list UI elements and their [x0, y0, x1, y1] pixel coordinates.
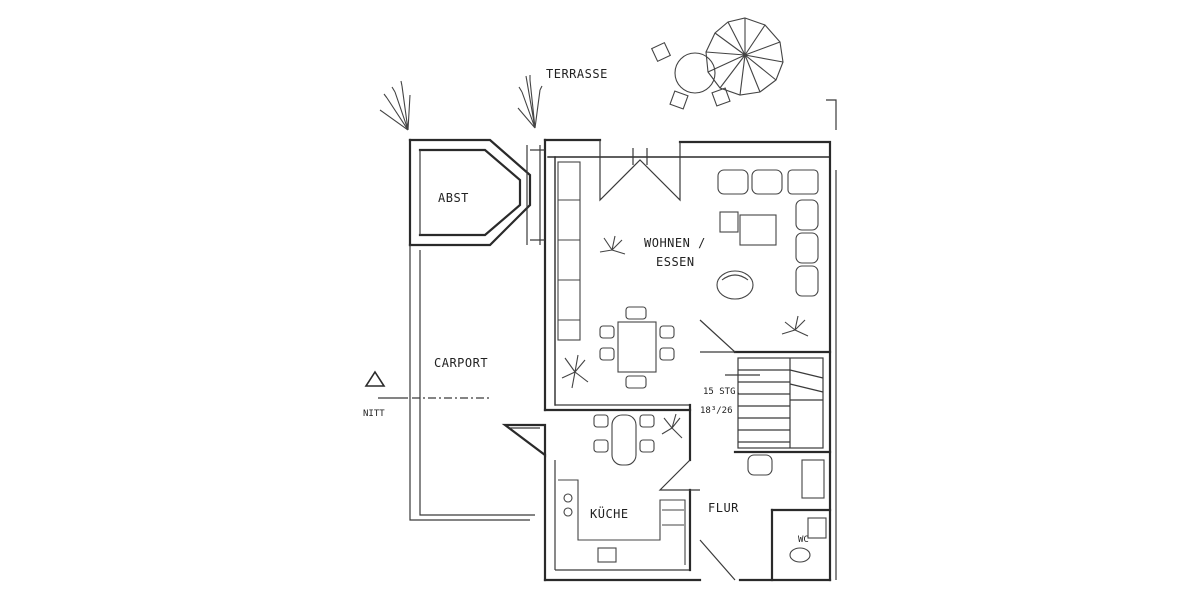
storage-room — [408, 138, 545, 247]
hall-armchair — [747, 454, 825, 499]
plant-kitchen — [661, 413, 683, 439]
room-label-kitchen: KÜCHE — [590, 505, 629, 521]
building-walls — [543, 99, 837, 582]
stair-steps-label: 15 STG. — [703, 387, 741, 397]
kitchen-counter — [558, 479, 686, 565]
wc-fixtures — [789, 517, 827, 563]
room-label-living: WOHNEN / — [644, 236, 706, 250]
room-label-storage: ABST — [438, 191, 469, 205]
plant-living-left — [599, 235, 626, 255]
entrance-marker — [364, 370, 386, 387]
plant-right — [517, 75, 543, 129]
marker-code-label: NITT — [363, 409, 385, 419]
stair-ratio-label: 18³/26 — [700, 406, 733, 416]
plant-left — [379, 80, 411, 131]
room-label-terrace: TERRASSE — [546, 67, 608, 81]
plant-dining — [561, 354, 589, 389]
hall-doors — [658, 319, 737, 581]
living-sofa-group — [716, 169, 819, 300]
room-label-carport: CARPORT — [434, 356, 488, 370]
kitchen-table — [593, 414, 655, 466]
living-sideboard — [557, 161, 581, 341]
room-label-wc: WC — [798, 535, 809, 545]
terrace-furniture — [650, 17, 784, 110]
staircase — [725, 357, 824, 449]
dining-table — [599, 306, 675, 389]
room-label-hall: FLUR — [708, 501, 739, 515]
carport-area — [378, 245, 535, 521]
room-label-dining: ESSEN — [656, 255, 695, 269]
entrance-canopy — [501, 423, 547, 458]
terrace-door — [599, 140, 681, 202]
plant-living-right — [781, 315, 809, 337]
